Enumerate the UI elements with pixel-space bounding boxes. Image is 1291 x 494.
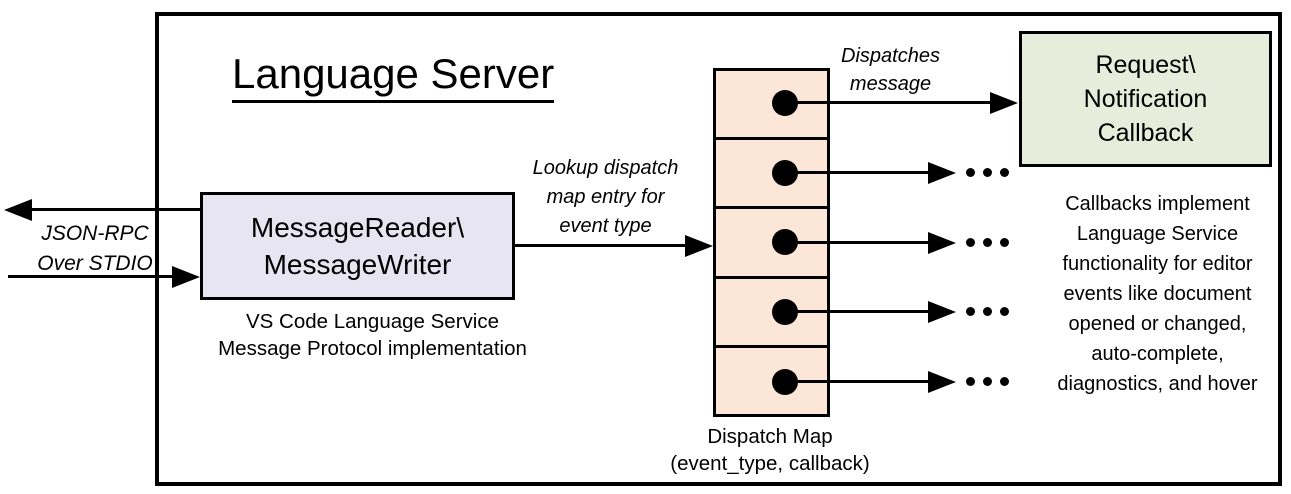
dispatch-map-cell	[716, 344, 827, 414]
message-box-line1: MessageReader\	[250, 212, 465, 243]
dispatch-arrow-2-head-icon	[928, 162, 956, 184]
json-rpc-label-line1: JSON-RPC	[41, 222, 149, 245]
lookup-label: Lookup dispatch map entry for event type	[513, 154, 698, 241]
message-box-caption: VS Code Language Service Message Protoco…	[195, 308, 550, 362]
message-box-line2: MessageWriter	[263, 249, 452, 280]
message-reader-writer-box: MessageReader\ MessageWriter	[200, 192, 515, 300]
json-rpc-label: JSON-RPC Over STDIO	[15, 219, 175, 279]
callback-box-line1: Request\	[1095, 51, 1196, 79]
dispatch-map-cell	[716, 206, 827, 275]
dispatches-label-line1: Dispatches	[841, 45, 940, 67]
message-box-caption-line1: VS Code Language Service	[245, 310, 499, 333]
callback-box-line3: Callback	[1097, 119, 1194, 147]
json-rpc-label-line2: Over STDIO	[37, 252, 153, 275]
dispatch-arrow-3-head-icon	[928, 232, 956, 254]
callback-note: Callbacks implement Language Service fun…	[1030, 189, 1285, 399]
callback-note-line1: Callbacks implement	[1065, 193, 1250, 215]
lookup-label-line1: Lookup dispatch	[532, 157, 679, 179]
dispatch-map-caption-line1: Dispatch Map	[707, 425, 833, 448]
dispatch-arrow-4-head-icon	[928, 301, 956, 323]
dispatch-arrow-1-line	[785, 101, 992, 104]
language-server-boundary	[155, 12, 1282, 486]
dispatch-arrow-1-head-icon	[990, 92, 1018, 114]
lookup-arrowhead-icon	[685, 235, 713, 257]
callback-note-line3: functionality for editor	[1062, 253, 1253, 275]
dispatch-map-caption-line2: (event_type, callback)	[670, 452, 870, 475]
ellipsis	[966, 377, 1009, 386]
callback-box-line2: Notification	[1083, 85, 1208, 113]
dispatch-arrow-5-line	[785, 380, 930, 383]
ellipsis	[966, 168, 1009, 177]
stdio-in-arrowhead-icon	[172, 266, 200, 288]
callback-note-line6: auto-complete,	[1091, 343, 1224, 365]
dispatches-label-line2: message	[849, 73, 932, 95]
dispatch-arrow-3-line	[785, 241, 930, 244]
dispatches-label: Dispatches message	[818, 42, 963, 98]
message-box-caption-line2: Message Protocol implementation	[218, 337, 527, 360]
lookup-arrow-line	[515, 244, 687, 247]
callback-note-line2: Language Service	[1076, 223, 1239, 245]
diagram-title: Language Server	[232, 50, 555, 103]
ellipsis	[966, 307, 1009, 316]
stdio-out-arrowhead-icon	[4, 199, 32, 221]
dispatch-map-cell	[716, 137, 827, 206]
dispatch-map-caption: Dispatch Map (event_type, callback)	[640, 423, 900, 477]
dispatch-arrow-2-line	[785, 171, 930, 174]
callback-note-line4: events like document	[1063, 283, 1252, 305]
stdio-out-arrow-line	[28, 208, 200, 211]
dispatch-arrow-4-line	[785, 310, 930, 313]
ellipsis	[966, 238, 1009, 247]
stdio-in-arrow-line	[8, 275, 174, 278]
callback-note-line7: diagnostics, and hover	[1057, 373, 1258, 395]
callback-box: Request\ Notification Callback	[1019, 31, 1272, 167]
dispatch-arrow-5-head-icon	[928, 371, 956, 393]
lookup-label-line3: event type	[559, 215, 652, 237]
lookup-label-line2: map entry for	[546, 186, 665, 208]
callback-note-line5: opened or changed,	[1068, 313, 1247, 335]
dispatch-map-cell	[716, 275, 827, 345]
